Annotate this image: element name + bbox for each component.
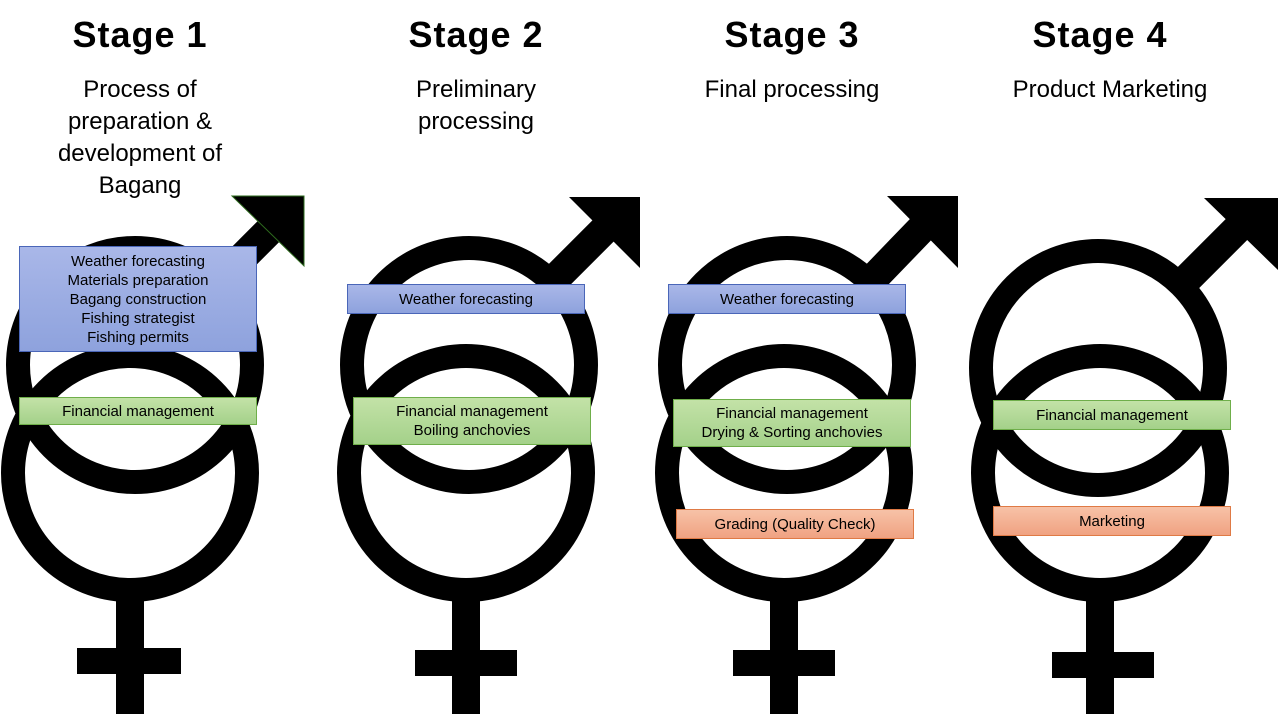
stage-2: Stage 2 Preliminary processing Weather f… [336, 0, 656, 720]
green-activity-box: Financial management Boiling anchovies [353, 397, 591, 445]
male-female-symbol-icon [969, 198, 1278, 714]
stage-1: Stage 1 Process of preparation & develop… [0, 0, 320, 720]
blue-activity-box: Weather forecasting [668, 284, 906, 314]
orange-activity-box: Marketing [993, 506, 1231, 536]
stage-3: Stage 3 Final processing Weather forecas… [652, 0, 972, 720]
stage-title: Stage 1 [72, 14, 208, 55]
male-female-symbol-icon [337, 197, 640, 714]
stage-subtitle: Final processing [704, 76, 880, 103]
green-activity-box: Financial management Drying & Sorting an… [673, 399, 911, 447]
stage-title: Stage 4 [1032, 14, 1168, 55]
green-activity-box: Financial management [19, 397, 257, 425]
stage-subtitle: Preliminary processing [415, 76, 537, 135]
male-female-symbol-icon [655, 196, 958, 714]
green-activity-box: Financial management [993, 400, 1231, 430]
orange-activity-box: Grading (Quality Check) [676, 509, 914, 539]
stage-title: Stage 3 [724, 14, 860, 55]
stage-subtitle: Process of preparation & development of … [57, 76, 223, 199]
stage-subtitle: Product Marketing [1012, 76, 1208, 103]
blue-activity-box: Weather forecasting Materials preparatio… [19, 246, 257, 352]
stage-4: Stage 4 Product Marketing Financial mana… [960, 0, 1280, 720]
blue-activity-box: Weather forecasting [347, 284, 585, 314]
stage-title: Stage 2 [408, 14, 544, 55]
